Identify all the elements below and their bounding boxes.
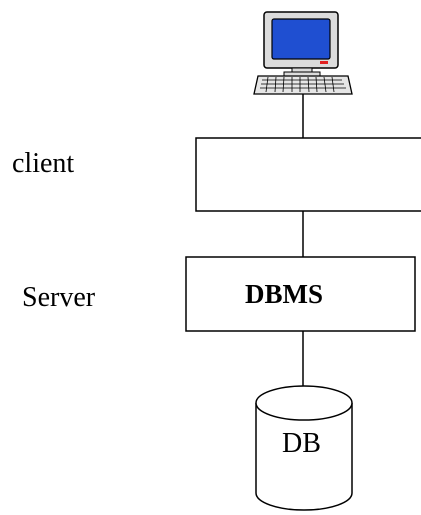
- client-box: [195, 137, 421, 212]
- server-label: Server: [22, 282, 96, 313]
- computer-terminal-icon: [253, 11, 353, 95]
- db-label: DB: [282, 428, 321, 459]
- database-cylinder-icon: [255, 385, 353, 511]
- client-label: client: [12, 148, 75, 179]
- dbms-box: [185, 256, 416, 332]
- dbms-label: DBMS: [245, 279, 324, 309]
